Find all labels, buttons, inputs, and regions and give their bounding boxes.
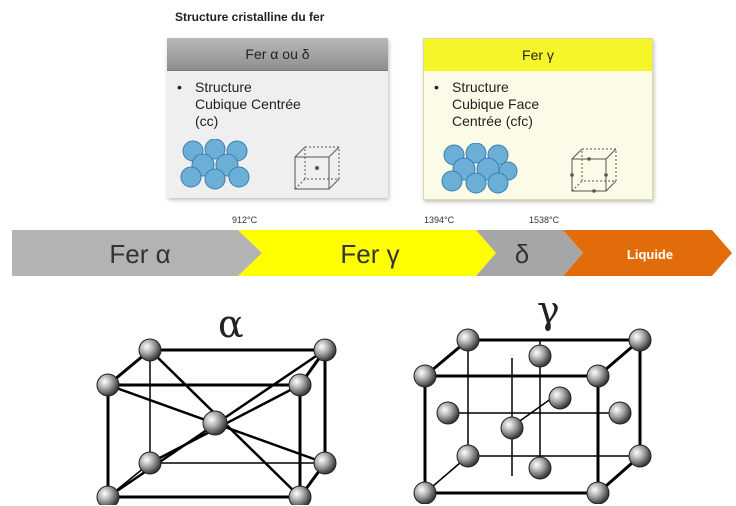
phase-label-liquid: Liquide bbox=[627, 247, 673, 262]
alpha-lattice-label: α bbox=[218, 302, 244, 346]
iron-alpha-bullet: Structure Cubique Centrée (cc) bbox=[167, 71, 388, 130]
bullet-line: Centrée (cfc) bbox=[452, 113, 533, 129]
fcc-packing-image bbox=[441, 143, 518, 194]
phase-label-gamma: Fer γ bbox=[340, 239, 399, 269]
bcc-cube-image bbox=[294, 146, 340, 190]
bullet-line: Cubique Centrée bbox=[195, 96, 301, 112]
bullet-line: Structure bbox=[452, 79, 509, 95]
phase-gamma-segment bbox=[238, 230, 496, 276]
phase-alpha-segment bbox=[12, 230, 262, 276]
phase-transition-bar: 912°C 1394°C 1538°C Fer α Fer γ δ Liquid… bbox=[12, 215, 732, 276]
temp-1538: 1538°C bbox=[529, 215, 560, 225]
fcc-lattice-diagram bbox=[413, 328, 652, 504]
iron-gamma-bullet: Structure Cubique Face Centrée (cfc) bbox=[424, 71, 652, 130]
iron-gamma-header: Fer γ bbox=[424, 39, 652, 71]
iron-alpha-header: Fer α ou δ bbox=[167, 38, 388, 71]
gamma-lattice-label: γ bbox=[537, 288, 560, 332]
temp-1394: 1394°C bbox=[424, 215, 455, 225]
phase-liquid-segment bbox=[563, 230, 732, 276]
bullet-line: Cubique Face bbox=[452, 96, 540, 112]
bullet-line: Structure bbox=[195, 79, 252, 95]
phase-label-delta: δ bbox=[515, 239, 529, 269]
phase-delta-segment bbox=[476, 230, 583, 276]
fcc-cube-image bbox=[570, 148, 617, 193]
temp-912: 912°C bbox=[232, 215, 258, 225]
iron-gamma-box: Fer γ Structure Cubique Face Centrée (cf… bbox=[423, 38, 653, 200]
page-title: Structure cristalline du fer bbox=[175, 10, 325, 24]
iron-alpha-box: Fer α ou δ Structure Cubique Centrée (cc… bbox=[167, 38, 388, 198]
bcc-lattice-diagram bbox=[96, 338, 337, 505]
bcc-packing-image bbox=[180, 139, 250, 190]
phase-label-alpha: Fer α bbox=[109, 239, 170, 269]
bullet-line: (cc) bbox=[195, 113, 219, 129]
